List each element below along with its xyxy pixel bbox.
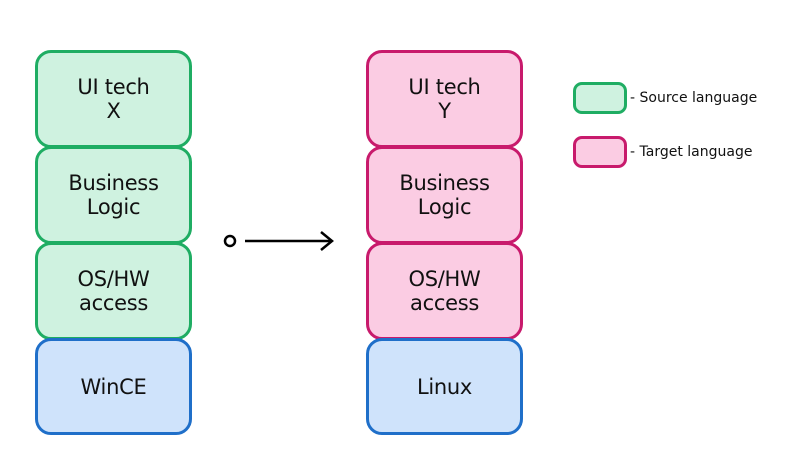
migration-arrow xyxy=(223,231,334,251)
source-ui-tech-layer: UI tech X xyxy=(35,50,192,148)
source-business-logic-layer: Business Logic xyxy=(35,146,192,244)
circle-icon xyxy=(223,234,237,248)
target-os-hw-access-layer: OS/HW access xyxy=(366,242,523,340)
target-ui-tech-layer: UI tech Y xyxy=(366,50,523,148)
source-os-hw-access-layer: OS/HW access xyxy=(35,242,192,340)
legend-target-label: - Target language xyxy=(630,144,753,160)
legend-target-swatch xyxy=(573,136,627,168)
target-platform-layer: Linux xyxy=(366,338,523,435)
target-business-logic-layer: Business Logic xyxy=(366,146,523,244)
source-platform-layer: WinCE xyxy=(35,338,192,435)
legend-source-swatch xyxy=(573,82,627,114)
legend-source-label: - Source language xyxy=(630,90,758,106)
arrow-right-icon xyxy=(245,231,334,251)
